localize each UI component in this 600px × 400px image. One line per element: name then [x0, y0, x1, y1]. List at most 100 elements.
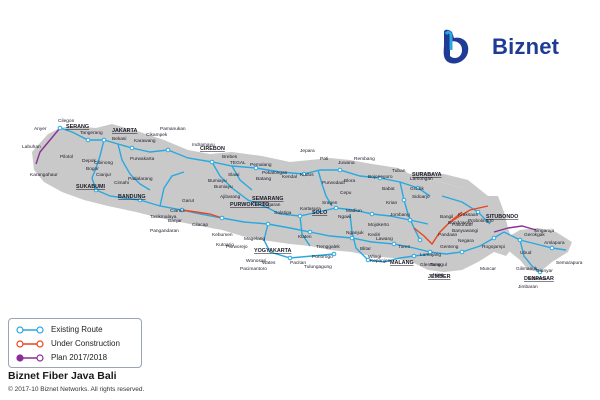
- city-label: Bogor: [86, 166, 99, 172]
- city-label: Ungaran: [262, 202, 281, 208]
- city-label: Negara: [458, 238, 474, 244]
- city-label: BANDUNG: [118, 194, 146, 200]
- city-label: SITUBONDO: [486, 214, 518, 220]
- java-island: [32, 124, 514, 272]
- city-label: Kendal: [282, 174, 297, 180]
- city-label: SEMARANG: [252, 196, 283, 202]
- city-label: Ajibarang: [220, 194, 241, 200]
- city-label: Wlingi: [368, 254, 381, 260]
- map-title: Biznet Fiber Java Bali: [8, 370, 117, 382]
- city-label: Pekalongan: [262, 170, 288, 176]
- city-label: Padalarang: [128, 176, 153, 182]
- city-label: Ponorogo: [312, 254, 333, 260]
- existing-route-icon: [16, 326, 44, 334]
- city-label: Bekasi: [112, 136, 126, 142]
- city-label: Labuhan: [22, 144, 41, 150]
- city-label: Cianjur: [96, 172, 112, 178]
- city-label: Bumiayu: [214, 184, 233, 190]
- city-label: Pacitan: [290, 260, 306, 266]
- city-label: Tanggul: [430, 262, 447, 268]
- city-label: Ngawi: [338, 214, 351, 220]
- city-label: Blitar: [360, 246, 371, 252]
- city-label: Anyer: [34, 126, 47, 132]
- city-label: Wates: [262, 260, 276, 266]
- legend-label-plan: Plan 2017/2018: [51, 353, 108, 362]
- construction-routes: [181, 205, 489, 246]
- city-label: Cilegon: [58, 118, 75, 124]
- city-label: Madiun: [346, 208, 362, 214]
- city-label: Cepu: [340, 190, 352, 196]
- city-label: Lawang: [376, 236, 393, 242]
- city-label: Jimbaran: [518, 284, 538, 290]
- city-label: SOLO: [312, 210, 327, 216]
- city-label: Purworejo: [226, 244, 248, 250]
- city-label: Rembang: [354, 156, 375, 162]
- city-label: Salatiga: [274, 210, 292, 216]
- plan-route-icon: [16, 354, 44, 362]
- city-label: Wonosari: [246, 258, 266, 264]
- city-label: Mojokerto: [368, 222, 389, 228]
- city-label: Depok: [82, 158, 96, 164]
- city-label: Karawang: [134, 138, 156, 144]
- city-label: Krian: [386, 200, 398, 206]
- city-label: Lumajang: [420, 252, 441, 258]
- city-label: Singaraja: [534, 228, 555, 234]
- city-label: Amlapura: [544, 240, 565, 246]
- city-label: Bondowoso: [448, 220, 473, 226]
- city-label: Trenggalek: [316, 244, 340, 250]
- city-label: Muncar: [480, 266, 496, 272]
- city-label: Nganjuk: [346, 230, 364, 236]
- city-label: Sragen: [322, 200, 338, 206]
- city-label: Tasikmalaya: [150, 214, 177, 220]
- city-label: Banyuwangi: [452, 228, 478, 234]
- city-label: MALANG: [390, 260, 414, 266]
- city-label: Bangil: [440, 214, 453, 220]
- city-label: Probolinggo: [468, 218, 494, 224]
- existing-routes: [59, 127, 567, 273]
- city-label: Babat: [382, 186, 395, 192]
- city-label: Pati: [320, 156, 328, 162]
- city-label: TEGAL: [230, 160, 246, 166]
- brand-name: Biznet: [492, 34, 560, 59]
- city-label: Tulungagung: [304, 264, 332, 270]
- city-label: Kudus: [300, 172, 314, 178]
- city-label: Karangahaur: [30, 172, 58, 178]
- city-label: Purwakarta: [130, 156, 155, 162]
- city-label: Tuban: [392, 168, 406, 174]
- city-label: Indramayu: [192, 142, 215, 148]
- city-label: Klaten: [298, 234, 312, 240]
- legend-label-existing: Existing Route: [51, 325, 103, 334]
- city-label: SERANG: [66, 124, 89, 130]
- legend-label-construction: Under Construction: [51, 339, 120, 348]
- city-label: Kartasura: [300, 206, 321, 212]
- route-nodes: [57, 125, 555, 275]
- city-label: Ubud: [520, 250, 532, 256]
- city-label: Genteng: [440, 244, 459, 250]
- city-label: Bumiayu: [208, 178, 227, 184]
- city-label: JAKARTA: [112, 128, 137, 134]
- city-label: Jajag: [432, 272, 444, 278]
- city-label: SURABAYA: [412, 172, 442, 178]
- city-label: Cibinong: [94, 160, 113, 166]
- city-label: CIREBON: [200, 146, 225, 152]
- city-label: DENPASAR: [524, 276, 554, 282]
- copyright-text: © 2017-10 Biznet Networks. All rights re…: [8, 386, 145, 393]
- city-label: Kutoarjo: [216, 242, 234, 248]
- city-label: Kepanjen: [370, 258, 391, 264]
- city-label: Turen: [398, 244, 411, 250]
- city-label: Tabanan: [528, 276, 547, 282]
- city-label: Bojonegoro: [368, 174, 393, 180]
- city-label: Rogojampi: [482, 244, 505, 250]
- city-label: Gilimanuk: [516, 266, 538, 272]
- city-label: Blora: [344, 178, 356, 184]
- city-label: Gianyar: [536, 268, 553, 274]
- city-label: Cimahi: [114, 180, 129, 186]
- city-label: Pandaan: [438, 232, 458, 238]
- city-label: Pacimantoro: [240, 266, 267, 272]
- city-label: Jombang: [390, 212, 410, 218]
- construction-route-icon: [16, 340, 44, 348]
- city-label: Jepara: [300, 148, 315, 154]
- city-label: Cikampek: [146, 132, 168, 138]
- city-label: Brebes: [222, 154, 238, 160]
- plan-routes: [35, 127, 537, 233]
